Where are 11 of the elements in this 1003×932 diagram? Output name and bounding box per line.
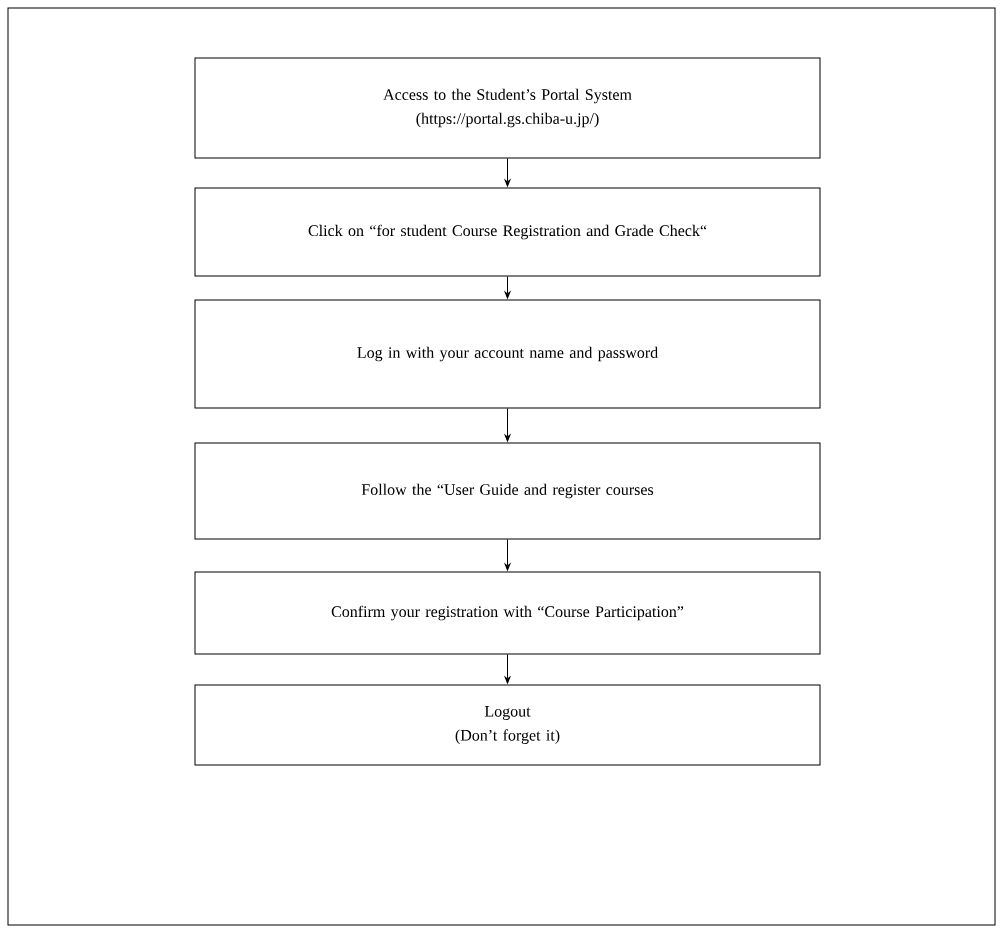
process-box: Follow the “User Guide and register courses [194,442,821,540]
arrow [504,654,511,684]
arrow [504,408,511,442]
arrow [504,158,511,187]
process-box: Log in with your account name and password [194,299,821,409]
process-box: Access to the Student’s Portal System (https://portal.gs.chiba-u.jp/) [194,57,821,159]
arrow [504,276,511,299]
process-box: Logout (Don’t forget it) [194,684,821,766]
arrow [504,539,511,571]
process-box: Confirm your registration with “Course Participation” [194,571,821,655]
process-box: Click on “for student Course Registration and Grade Check“ [194,187,821,277]
